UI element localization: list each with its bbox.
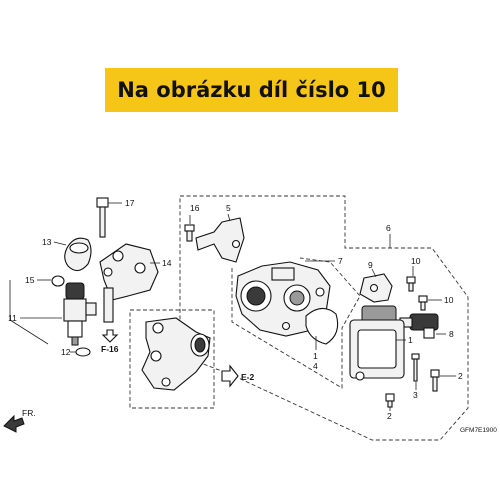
sensor-unit [349, 305, 405, 381]
callout-1-upper: 1 [313, 351, 318, 361]
screw-part-10-upper [406, 276, 416, 292]
outer-assembly-boundary [179, 195, 469, 441]
bracket-part-9 [359, 273, 393, 303]
callout-9: 9 [368, 260, 373, 270]
callout-10-upper: 10 [411, 256, 421, 266]
callout-8: 8 [449, 329, 454, 339]
ref-f16: F-16 [101, 344, 119, 354]
callout-6: 6 [386, 223, 391, 233]
bracket-part-5 [195, 217, 245, 263]
callout-5: 5 [226, 203, 231, 213]
seal-part-12 [75, 347, 91, 357]
callout-17: 17 [125, 198, 135, 208]
banner-text: Na obrázku díl číslo 10 [117, 78, 386, 102]
callout-3: 3 [413, 390, 418, 400]
gasket-ring [305, 307, 339, 345]
diagram-code: GFM7E1900 [460, 427, 497, 434]
callout-15: 15 [25, 275, 35, 285]
arrow-right-icon [221, 364, 239, 388]
callout-13: 13 [42, 237, 52, 247]
screw-part-10-lower [418, 295, 428, 311]
injector-part-11 [63, 282, 97, 346]
ref-e2: E-2 [241, 372, 255, 382]
inner-assembly-boundary [231, 257, 361, 389]
callout-2-right: 2 [458, 371, 463, 381]
callout-1-lower: 1 [408, 335, 413, 345]
screw-part-3 [411, 353, 420, 382]
intake-bracket [141, 317, 211, 391]
title-banner: Na obrázku díl číslo 10 [105, 68, 398, 112]
callout-12: 12 [61, 347, 71, 357]
bolt-part-17 [96, 197, 109, 238]
callout-2-lower: 2 [387, 411, 392, 421]
bolt-part-2-lower [385, 393, 395, 408]
callout-14: 14 [162, 258, 172, 268]
bolt-part-2-right [430, 369, 440, 392]
arrow-down-icon [101, 329, 119, 343]
callout-16: 16 [190, 203, 200, 213]
callout-7: 7 [338, 256, 343, 266]
callout-10-lower: 10 [444, 295, 454, 305]
oring-part-15 [51, 275, 65, 287]
sensor-part-8 [399, 313, 439, 339]
callout-11: 11 [8, 313, 17, 323]
bracket-assembly-boundary [129, 309, 215, 409]
cap-part-13 [64, 237, 92, 272]
injector-holder-part-14 [99, 243, 159, 323]
front-direction-arrow-icon [3, 414, 25, 433]
ref-fr: FR. [22, 408, 36, 418]
callout-4: 4 [313, 361, 318, 371]
screw-part-16 [184, 224, 195, 242]
